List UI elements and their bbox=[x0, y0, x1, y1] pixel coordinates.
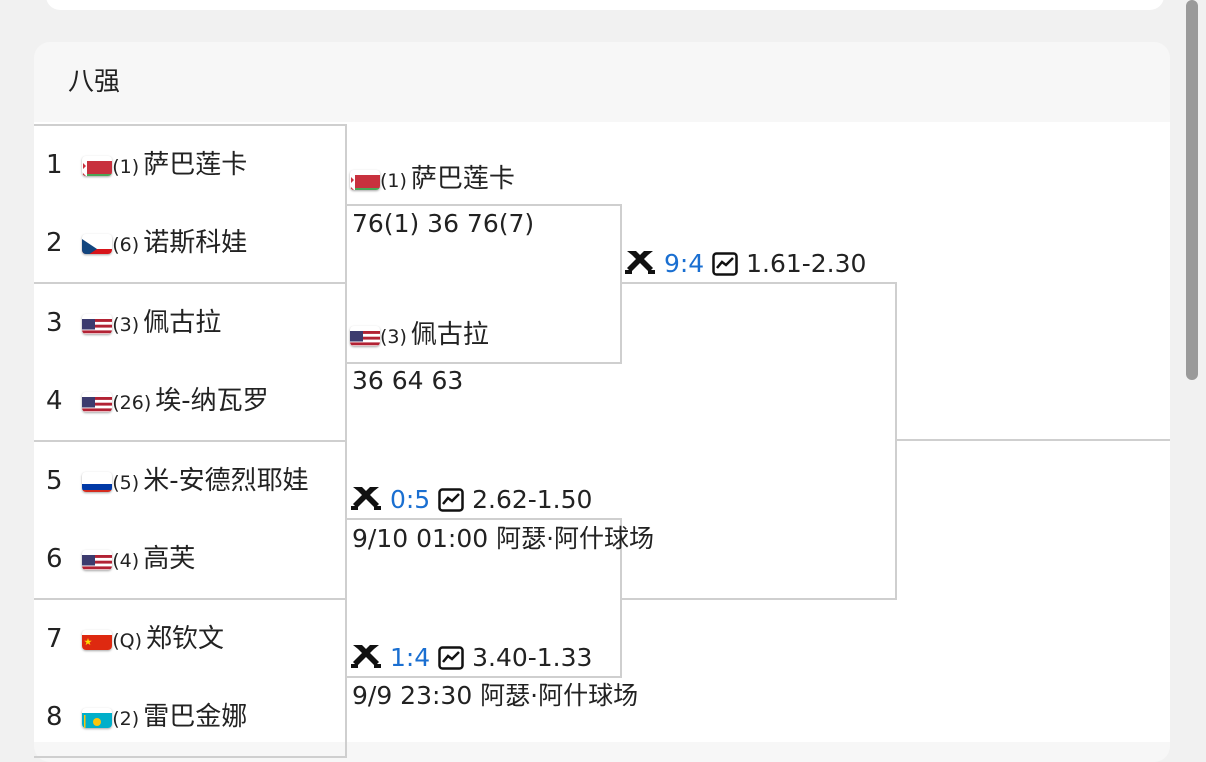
usa-flag-icon bbox=[82, 550, 113, 570]
match-schedule: 9/9 23:30 阿瑟·阿什球场 bbox=[352, 681, 639, 710]
crossed-rackets-icon bbox=[350, 642, 382, 679]
player-index: 3 bbox=[46, 308, 63, 338]
match-box-sf1[interactable] bbox=[345, 204, 622, 364]
player-name: 米-安德烈耶娃 bbox=[143, 466, 309, 496]
usa-flag-icon bbox=[82, 392, 113, 412]
chart-trend-icon bbox=[712, 251, 738, 285]
h2h-record: 1:4 bbox=[389, 643, 431, 672]
player-name: 高芙 bbox=[143, 544, 196, 574]
player-name: 佩古拉 bbox=[410, 320, 489, 350]
player-seed: (5) bbox=[112, 472, 140, 494]
match-box-final[interactable] bbox=[620, 282, 897, 600]
player-seed: (3) bbox=[380, 326, 407, 348]
player-seed: (4) bbox=[112, 550, 140, 572]
bracket-area bbox=[34, 122, 1170, 742]
section-title: 八强 bbox=[68, 67, 121, 97]
h2h-record: 0:5 bbox=[389, 485, 431, 514]
previous-card bbox=[46, 0, 1164, 10]
belarus-flag-icon bbox=[82, 156, 113, 176]
odds: 3.40-1.33 bbox=[472, 643, 593, 672]
player-row[interactable]: 4 (26)埃-纳瓦罗 bbox=[46, 384, 269, 420]
match-score: 36 64 63 bbox=[352, 366, 464, 395]
player-seed: (6) bbox=[112, 234, 140, 256]
h2h-odds-row[interactable]: 9:4 1.61-2.30 bbox=[624, 247, 866, 285]
usa-flag-icon bbox=[350, 326, 380, 346]
connector-line bbox=[895, 439, 1170, 441]
player-row[interactable]: 5 (5)米-安德烈耶娃 bbox=[46, 464, 309, 500]
h2h-odds-row[interactable]: 1:4 3.40-1.33 bbox=[350, 641, 592, 679]
player-name: 埃-纳瓦罗 bbox=[155, 386, 269, 416]
czech-flag-icon bbox=[82, 234, 113, 254]
player-seed: (1) bbox=[112, 156, 140, 178]
player-name: 雷巴金娜 bbox=[143, 702, 248, 732]
player-row[interactable]: 7 (Q)郑钦文 bbox=[46, 622, 224, 658]
player-seed: (3) bbox=[112, 314, 140, 336]
player-seed: (Q) bbox=[112, 630, 143, 652]
player-name: 萨巴莲卡 bbox=[143, 150, 248, 180]
chart-trend-icon bbox=[438, 487, 464, 521]
semifinal-player[interactable]: (1)萨巴莲卡 bbox=[350, 162, 515, 198]
odds: 2.62-1.50 bbox=[472, 485, 593, 514]
belarus-flag-icon bbox=[350, 170, 380, 190]
h2h-odds-row[interactable]: 0:5 2.62-1.50 bbox=[350, 483, 592, 521]
russia-flag-icon bbox=[82, 472, 113, 492]
crossed-rackets-icon bbox=[350, 484, 382, 521]
player-name: 萨巴莲卡 bbox=[410, 164, 515, 194]
player-index: 5 bbox=[46, 466, 63, 496]
match-score: 76(1) 36 76(7) bbox=[352, 209, 535, 238]
player-row[interactable]: 8 (2)雷巴金娜 bbox=[46, 700, 247, 736]
player-seed: (2) bbox=[112, 708, 140, 730]
player-index: 4 bbox=[46, 386, 63, 416]
player-name: 佩古拉 bbox=[143, 308, 222, 338]
kazakhstan-flag-icon bbox=[82, 708, 113, 728]
odds: 1.61-2.30 bbox=[746, 249, 867, 278]
semifinal-player[interactable]: (3)佩古拉 bbox=[350, 318, 489, 354]
player-row[interactable]: 1 (1)萨巴莲卡 bbox=[46, 148, 247, 184]
player-seed: (26) bbox=[112, 392, 152, 414]
player-index: 1 bbox=[46, 150, 63, 180]
player-row[interactable]: 3 (3)佩古拉 bbox=[46, 306, 221, 342]
player-index: 8 bbox=[46, 702, 63, 732]
usa-flag-icon bbox=[82, 314, 113, 334]
china-flag-icon bbox=[82, 630, 113, 650]
player-index: 6 bbox=[46, 544, 63, 574]
player-name: 诺斯科娃 bbox=[143, 228, 248, 258]
scrollbar[interactable] bbox=[1186, 0, 1198, 380]
player-seed: (1) bbox=[380, 170, 407, 192]
crossed-rackets-icon bbox=[624, 248, 656, 285]
h2h-record: 9:4 bbox=[663, 249, 705, 278]
player-index: 7 bbox=[46, 624, 63, 654]
match-schedule: 9/10 01:00 阿瑟·阿什球场 bbox=[352, 524, 655, 553]
player-row[interactable]: 6 (4)高芙 bbox=[46, 542, 195, 578]
chart-trend-icon bbox=[438, 645, 464, 679]
player-name: 郑钦文 bbox=[146, 624, 225, 654]
player-index: 2 bbox=[46, 228, 63, 258]
player-row[interactable]: 2 (6)诺斯科娃 bbox=[46, 226, 247, 262]
